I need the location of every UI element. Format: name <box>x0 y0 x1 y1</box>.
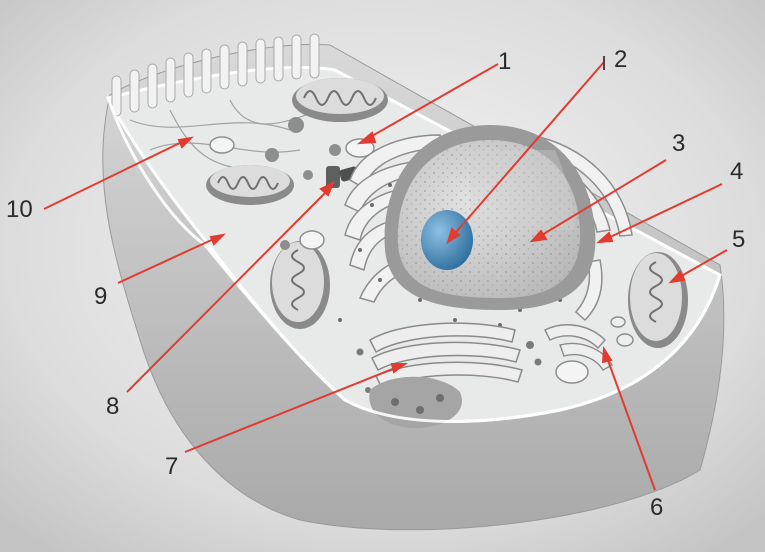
label-7: 7 <box>165 455 178 479</box>
label-4: 4 <box>730 160 743 184</box>
label-9: 9 <box>94 285 107 309</box>
nucleolus <box>421 210 473 270</box>
label-8: 8 <box>106 395 119 419</box>
label-2: 2 <box>614 48 627 72</box>
mitochondrion-top <box>292 78 388 122</box>
mitochondrion-right <box>628 252 688 348</box>
label-5: 5 <box>732 228 745 252</box>
label-3: 3 <box>672 132 685 156</box>
label-10: 10 <box>6 198 33 222</box>
label-1: 1 <box>498 50 511 74</box>
mitochondrion-lower <box>270 241 330 329</box>
label-6: 6 <box>650 496 663 520</box>
mitochondrion-left <box>206 165 294 205</box>
